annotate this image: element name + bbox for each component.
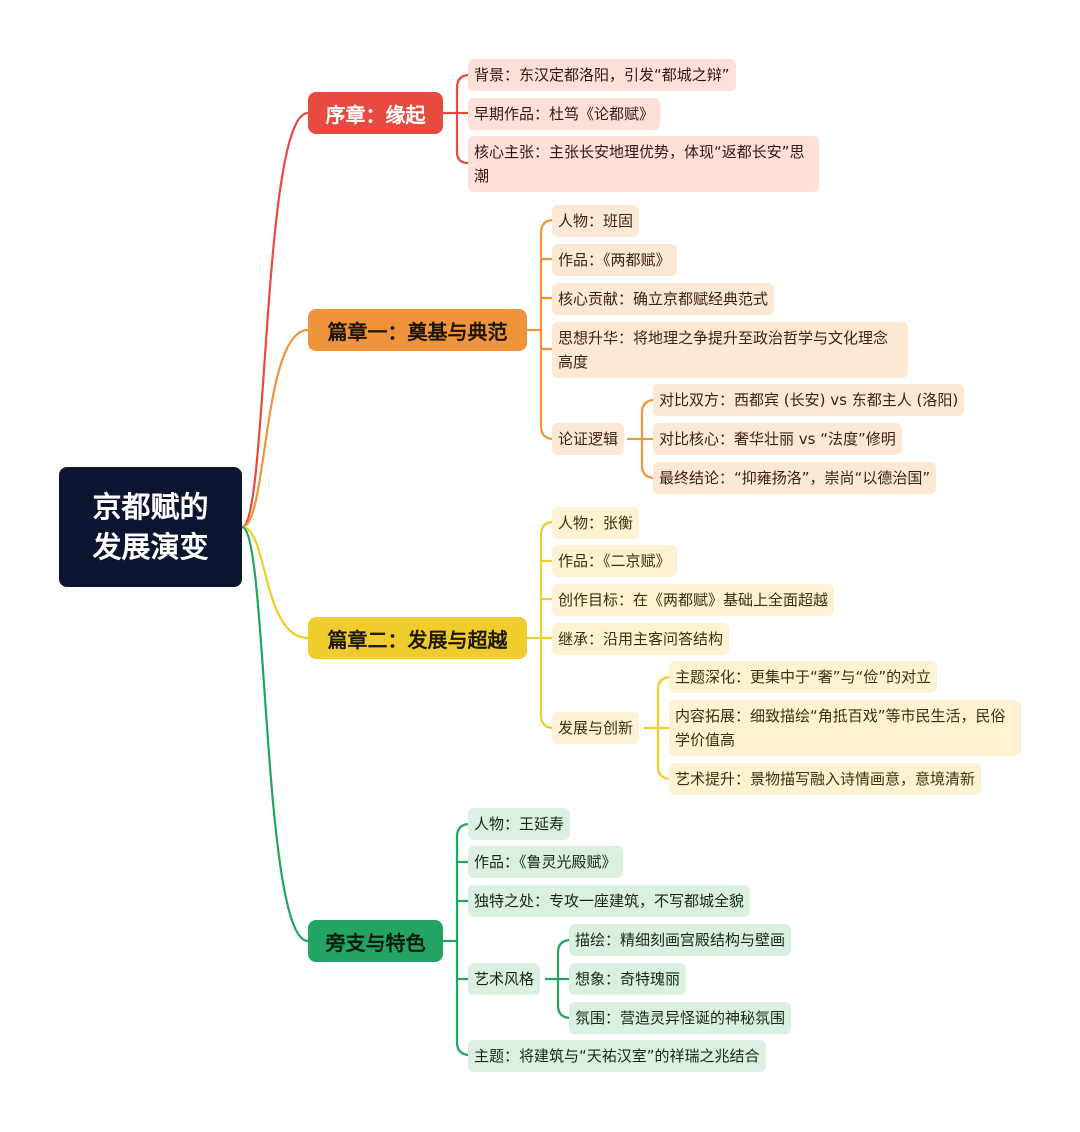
branch-chapter-two[interactable]: 篇章二：发展与超越 xyxy=(308,617,527,659)
node-person-bangu[interactable]: 人物：班固 xyxy=(552,205,640,237)
node-imagination[interactable]: 想象：奇特瑰丽 xyxy=(569,963,687,995)
branch-side-features[interactable]: 旁支与特色 xyxy=(308,920,443,962)
node-atmosphere[interactable]: 氛围：营造灵异怪诞的神秘氛围 xyxy=(569,1002,792,1034)
node-final-conclusion[interactable]: 最终结论：“抑雍扬洛”，崇尚“以德治国” xyxy=(653,462,937,494)
root-title-line-2: 发展演变 xyxy=(92,530,209,564)
node-argument-logic[interactable]: 论证逻辑 xyxy=(552,423,625,455)
node-early-work[interactable]: 早期作品：杜笃《论都赋》 xyxy=(468,98,661,130)
node-compare-parties[interactable]: 对比双方：西都宾 (长安) vs 东都主人 (洛阳) xyxy=(653,384,965,416)
node-art-style[interactable]: 艺术风格 xyxy=(468,963,541,995)
node-core-contribution[interactable]: 核心贡献：确立京都赋经典范式 xyxy=(552,283,775,315)
root-title: 京都赋的 发展演变 xyxy=(59,467,242,587)
node-work-liangdu[interactable]: 作品：《两都赋》 xyxy=(552,244,677,276)
node-core-claim[interactable]: 核心主张：主张长安地理优势，体现“返都长安”思潮 xyxy=(468,136,819,192)
node-thought-elevation[interactable]: 思想升华：将地理之争提升至政治哲学与文化理念高度 xyxy=(552,322,908,378)
node-depiction[interactable]: 描绘：精细刻画宫殿结构与壁画 xyxy=(569,924,792,956)
node-person-wangyanshou[interactable]: 人物：王延寿 xyxy=(468,808,571,840)
branch-prologue[interactable]: 序章：缘起 xyxy=(308,92,443,134)
node-theme-auspicious[interactable]: 主题：将建筑与“天祐汉室”的祥瑞之兆结合 xyxy=(468,1040,766,1072)
node-work-erjing[interactable]: 作品：《二京赋》 xyxy=(552,545,677,577)
node-compare-core[interactable]: 对比核心：奢华壮丽 vs “法度”修明 xyxy=(653,423,902,455)
node-creative-goal[interactable]: 创作目标：在《两都赋》基础上全面超越 xyxy=(552,584,835,616)
node-background[interactable]: 背景：东汉定都洛阳，引发“都城之辩” xyxy=(468,59,736,91)
node-inheritance[interactable]: 继承：沿用主客问答结构 xyxy=(552,623,730,655)
root-title-line-1: 京都赋的 xyxy=(92,490,209,524)
node-unique-feature[interactable]: 独特之处：专攻一座建筑，不写都城全貌 xyxy=(468,885,751,917)
node-theme-deepening[interactable]: 主题深化：更集中于“奢”与“俭”的对立 xyxy=(669,661,938,693)
node-work-lulingguang[interactable]: 作品：《鲁灵光殿赋》 xyxy=(468,846,623,878)
node-person-zhangheng[interactable]: 人物：张衡 xyxy=(552,507,640,539)
node-development-innovation[interactable]: 发展与创新 xyxy=(552,712,640,744)
node-content-expansion[interactable]: 内容拓展：细致描绘“角抵百戏”等市民生活，民俗学价值高 xyxy=(669,700,1021,756)
branch-chapter-one[interactable]: 篇章一：奠基与典范 xyxy=(308,309,527,351)
node-art-enhancement[interactable]: 艺术提升：景物描写融入诗情画意，意境清新 xyxy=(669,763,982,795)
